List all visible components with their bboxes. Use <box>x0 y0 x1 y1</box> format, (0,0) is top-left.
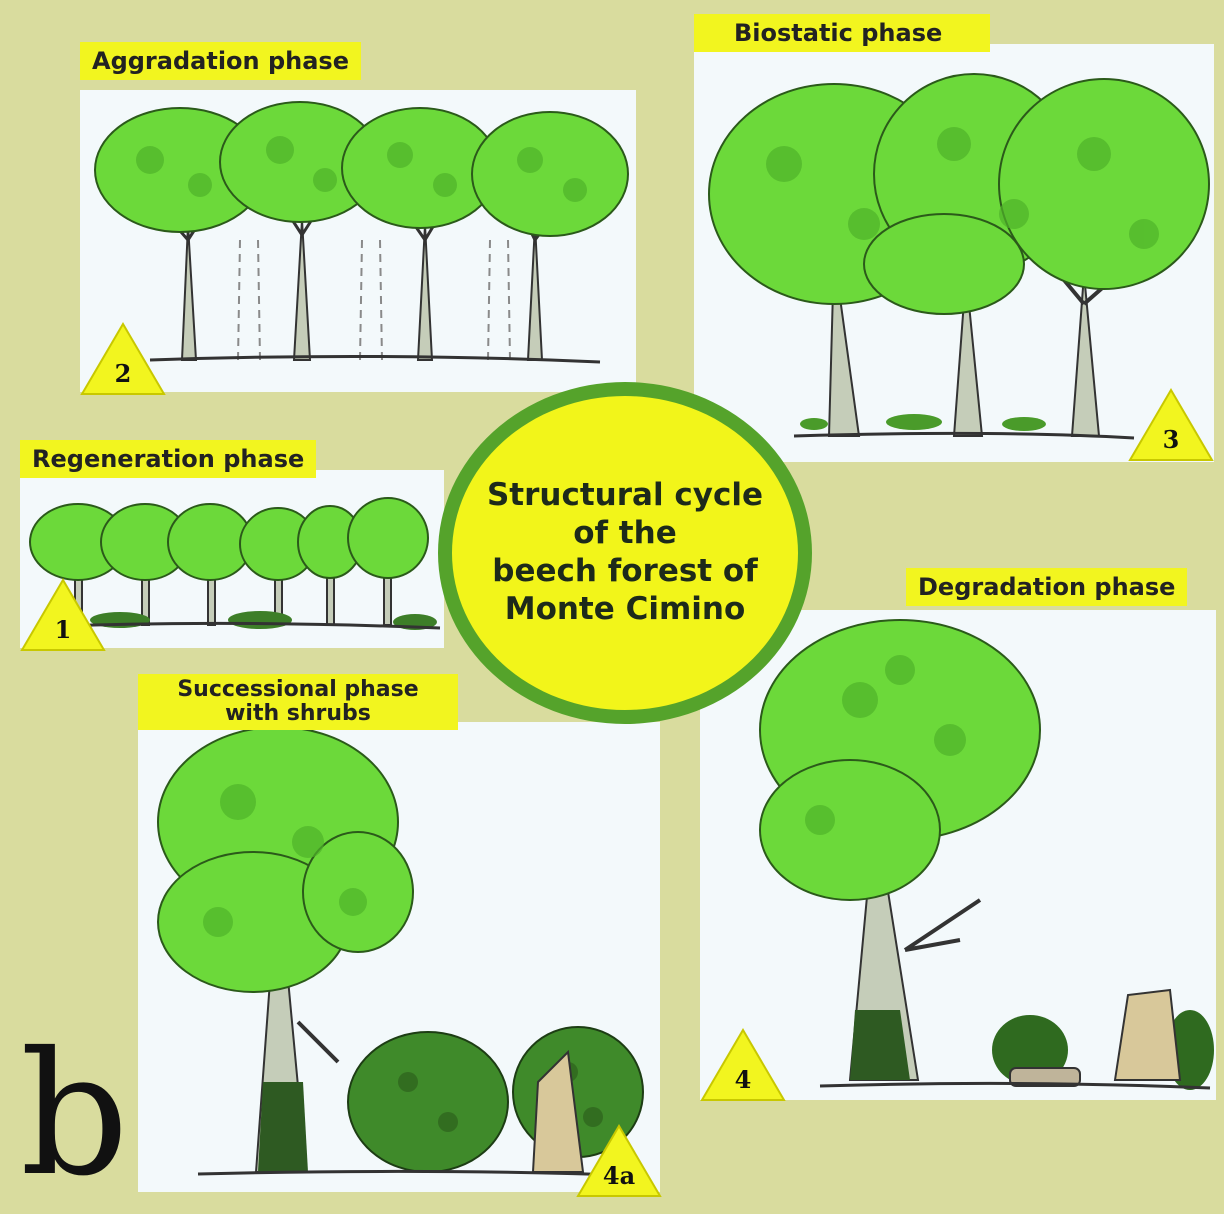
cycle-title-line1: Structural cycle <box>487 477 763 515</box>
cycle-title-line3: beech forest of <box>487 553 763 591</box>
cycle-title-circle: Structural cycle of the beech forest of … <box>438 382 812 724</box>
phase-2-badge: 2 <box>80 322 166 396</box>
degradation-panel <box>700 610 1216 1100</box>
phase-number: 4a <box>576 1161 662 1190</box>
cycle-title: Structural cycle of the beech forest of … <box>487 477 763 628</box>
successional-panel <box>138 722 660 1192</box>
phase-3-badge: 3 <box>1128 388 1214 462</box>
cycle-title-line2: of the <box>487 515 763 553</box>
panel-letter: b <box>20 1030 129 1200</box>
phase-4a-badge: 4a <box>576 1124 662 1198</box>
phase-4-badge: 4 <box>700 1028 786 1102</box>
cycle-title-line4: Monte Cimino <box>487 591 763 629</box>
successional-phase-label: Successional phase with shrubs <box>138 674 458 730</box>
degradation-phase-label: Degradation phase <box>906 568 1187 606</box>
phase-number: 4 <box>700 1065 786 1094</box>
successional-label-line2: with shrubs <box>150 702 446 726</box>
successional-tree-shrubs-illustration <box>138 722 660 1192</box>
biostatic-phase-label: Biostatic phase <box>694 14 990 52</box>
degradation-tree-illustration <box>700 610 1216 1100</box>
regeneration-phase-label: Regeneration phase <box>20 440 316 478</box>
phase-number: 1 <box>20 615 106 644</box>
successional-label-line1: Successional phase <box>150 678 446 702</box>
phase-1-badge: 1 <box>20 578 106 652</box>
phase-number: 3 <box>1128 425 1214 454</box>
phase-number: 2 <box>80 359 166 388</box>
aggradation-phase-label: Aggradation phase <box>80 42 361 80</box>
